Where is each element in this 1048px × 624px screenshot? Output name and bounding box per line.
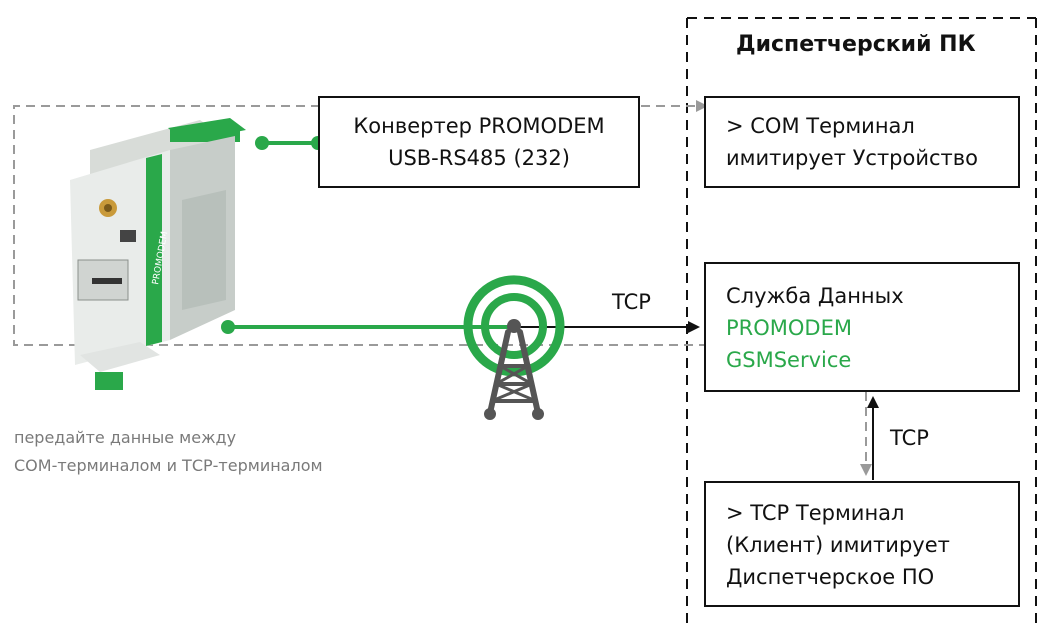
- tcp-label-vertical: TCP: [890, 426, 929, 450]
- data-service-box: Служба Данных PROMODEM GSMService: [704, 262, 1020, 392]
- data-service-brand-1: PROMODEM: [726, 316, 852, 340]
- green-link-converter-start-dot: [255, 136, 269, 150]
- pc-area-title: Диспетчерский ПК: [736, 32, 976, 57]
- tcp-label-horizontal: TCP: [612, 290, 651, 314]
- com-terminal-line-1: > COM Терминал: [726, 114, 915, 138]
- caption-line-1: передайте данные между: [14, 428, 237, 447]
- tcp-terminal-line-3: Диспетчерское ПО: [726, 565, 935, 589]
- caption-line-2: СОМ-терминалом и ТСР-терминалом: [14, 456, 323, 475]
- tcp-terminal-line-2: (Клиент) имитирует: [726, 533, 950, 557]
- com-terminal-box: > COM Терминал имитирует Устройство: [704, 96, 1020, 188]
- converter-line-2: USB-RS485 (232): [388, 146, 570, 170]
- data-service-title: Служба Данных: [726, 284, 904, 308]
- din-rail-modem-icon: PROMODEM: [70, 118, 246, 390]
- radio-tower-icon: [463, 275, 565, 420]
- converter-line-1: Конвертер PROMODEM: [353, 114, 605, 138]
- tcp-terminal-line-1: > TCP Терминал: [726, 501, 905, 525]
- caption: передайте данные между СОМ-терминалом и …: [14, 424, 323, 480]
- data-service-brand-2: GSMService: [726, 348, 852, 372]
- converter-box: Конвертер PROMODEM USB-RS485 (232): [318, 96, 640, 188]
- tcp-terminal-box: > TCP Терминал (Клиент) имитирует Диспет…: [704, 481, 1020, 607]
- com-terminal-line-2: имитирует Устройство: [726, 146, 979, 170]
- green-link-tower-dot: [221, 320, 235, 334]
